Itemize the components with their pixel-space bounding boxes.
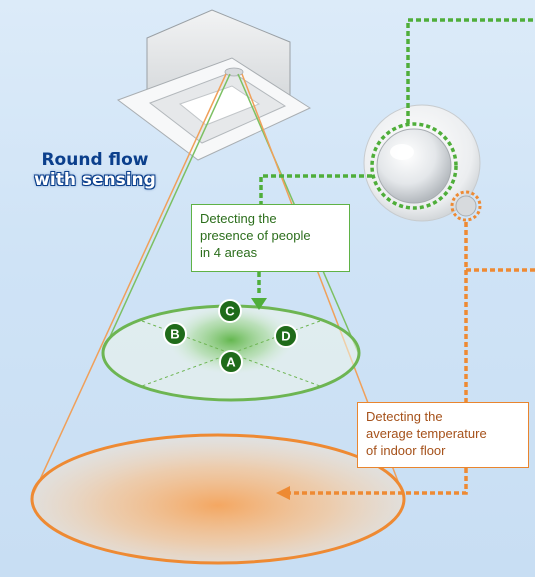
floor-callout-line1: Detecting the	[366, 409, 443, 424]
area-marker-d: D	[274, 324, 298, 348]
area-marker-c: C	[218, 299, 242, 323]
svg-text:A: A	[226, 355, 236, 370]
presence-callout-line1: Detecting the	[200, 211, 277, 226]
ceiling-cassette-unit-icon	[116, 9, 312, 161]
presence-arrow-icon	[251, 298, 267, 310]
presence-sensor-dome-icon	[370, 122, 458, 210]
presence-callout: Detecting the presence of people in 4 ar…	[191, 204, 350, 272]
presence-connector-lines	[257, 18, 535, 294]
area-marker-b: B	[163, 322, 187, 346]
presence-callout-line3: in 4 areas	[200, 245, 258, 260]
floor-arrow-icon	[276, 486, 290, 500]
floor-temperature-callout: Detecting the average temperature of ind…	[357, 402, 529, 468]
floor-callout-line3: of indoor floor	[366, 443, 446, 458]
product-title-line2: with sensing	[34, 170, 156, 190]
area-marker-a: A	[219, 350, 243, 374]
svg-text:D: D	[281, 329, 290, 344]
floor-connector-lines	[288, 222, 535, 495]
floor-callout-line2: average temperature	[366, 426, 487, 441]
svg-text:C: C	[225, 304, 235, 319]
floor-temperature-sensor-icon	[450, 190, 482, 222]
product-title-line1: Round flow	[41, 150, 149, 170]
floor-area	[30, 433, 406, 565]
presence-callout-line2: presence of people	[200, 228, 311, 243]
product-title: Round flow with sensing	[20, 150, 170, 190]
svg-text:B: B	[170, 327, 179, 342]
